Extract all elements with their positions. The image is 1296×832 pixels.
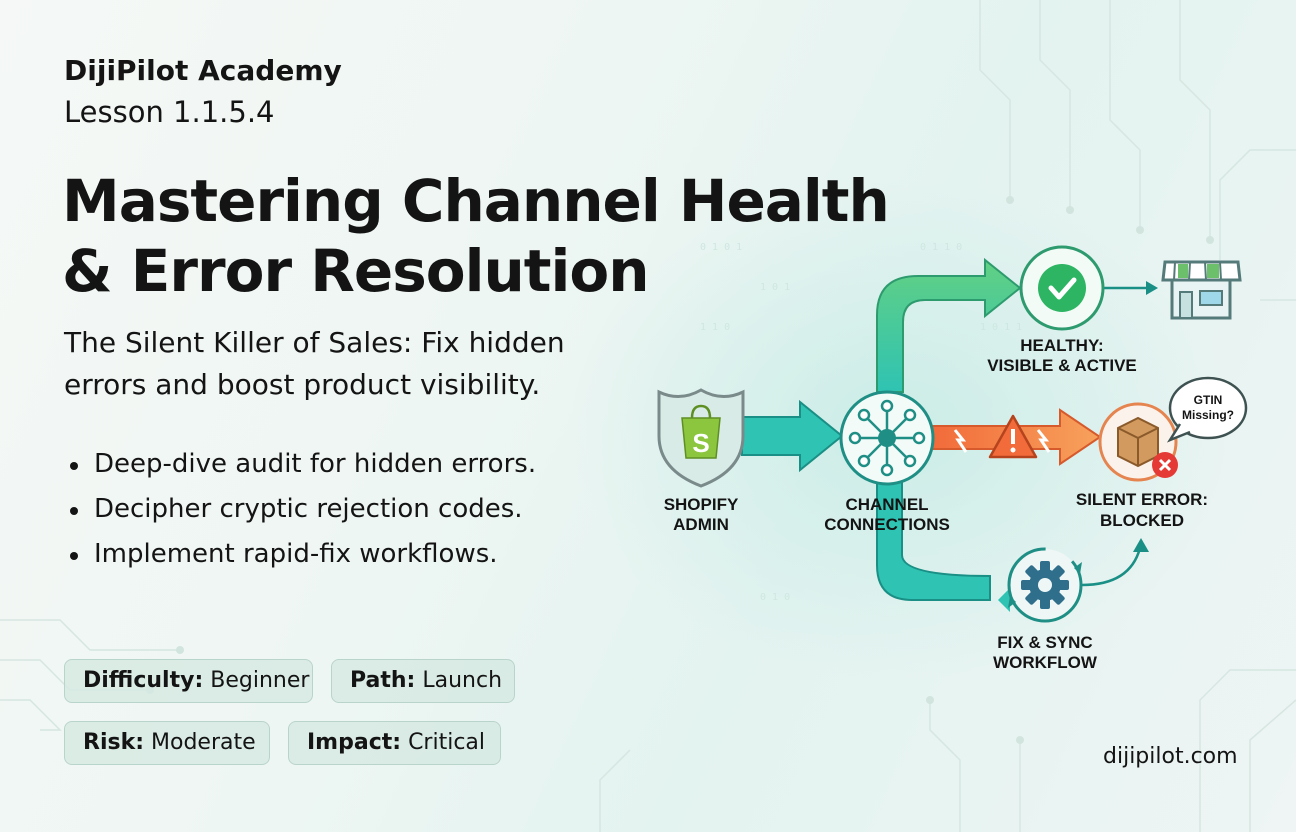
fix-label-line2: WORKFLOW — [993, 653, 1098, 672]
flow-arrow-fix — [876, 481, 991, 601]
tag-path: Path: Launch — [331, 659, 515, 703]
tag-key: Impact: — [307, 730, 402, 755]
page-title: Mastering Channel Health & Error Resolut… — [62, 167, 890, 305]
error-label-line2: BLOCKED — [1100, 511, 1184, 530]
bullet-list: Deep-dive audit for hidden errors. Decip… — [68, 442, 536, 577]
bullet-item: Implement rapid-fix workflows. — [68, 532, 536, 577]
svg-text:0 1 0: 0 1 0 — [760, 592, 790, 603]
svg-text:0 1 0 1: 0 1 0 1 — [700, 242, 742, 253]
shopify-shield-icon: S — [657, 388, 745, 488]
channels-label-line2: CONNECTIONS — [824, 515, 950, 534]
footer-domain: dijipilot.com — [1103, 744, 1238, 769]
channels-label-line1: CHANNEL — [845, 495, 928, 514]
warning-triangle-icon — [988, 414, 1038, 459]
storefront-icon — [1161, 260, 1242, 320]
healthy-label-line1: HEALTHY: — [1020, 336, 1103, 355]
svg-text:1 0 1 1: 1 0 1 1 — [980, 322, 1022, 333]
svg-text:0 1 1 0: 0 1 1 0 — [920, 242, 962, 253]
tag-risk: Risk: Moderate — [64, 721, 270, 765]
tag-key: Difficulty: — [83, 668, 204, 693]
package-x-icon — [1098, 402, 1178, 482]
bullet-item: Decipher cryptic rejection codes. — [68, 487, 536, 532]
tag-value: Critical — [408, 730, 486, 755]
svg-text:1 1 0: 1 1 0 — [700, 322, 730, 333]
fix-label-line1: FIX & SYNC — [997, 633, 1092, 652]
brand-name: DijiPilot Academy — [64, 54, 342, 87]
tag-difficulty: Difficulty: Beginner — [64, 659, 313, 703]
network-hub-icon — [839, 390, 935, 486]
subtitle: The Silent Killer of Sales: Fix hidden e… — [64, 326, 565, 401]
shopify-label-line2: ADMIN — [673, 515, 729, 534]
error-label-line1: SILENT ERROR: — [1076, 490, 1208, 509]
bubble-text-line1: GTIN — [1194, 393, 1223, 407]
speech-bubble — [1166, 376, 1248, 443]
healthy-label-line2: VISIBLE & ACTIVE — [987, 356, 1137, 375]
lesson-number: Lesson 1.1.5.4 — [64, 95, 275, 129]
shopify-label-line1: SHOPIFY — [664, 495, 739, 514]
bullet-item: Deep-dive audit for hidden errors. — [68, 442, 536, 487]
svg-text:S: S — [692, 428, 709, 458]
tag-key: Risk: — [83, 730, 145, 755]
flow-arrow-shopify — [741, 399, 844, 473]
check-circle-icon — [1019, 245, 1105, 331]
bubble-text-line2: Missing? — [1182, 408, 1234, 422]
svg-text:1 0 1: 1 0 1 — [760, 282, 790, 293]
tag-impact: Impact: Critical — [288, 721, 501, 765]
tag-value: Moderate — [151, 730, 256, 755]
tag-key: Path: — [350, 668, 416, 693]
tag-value: Launch — [422, 668, 503, 693]
tag-value: Beginner — [210, 668, 310, 693]
gear-sync-icon — [1007, 547, 1083, 623]
